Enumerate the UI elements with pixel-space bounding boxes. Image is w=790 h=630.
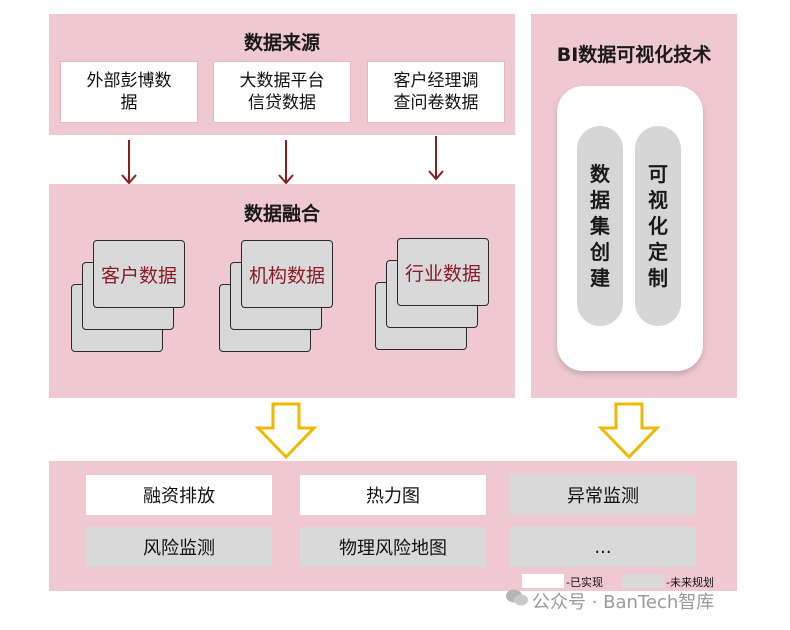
source-bloomberg-line2: 据: [120, 93, 138, 113]
source-bloomberg-line1: 外部彭博数: [86, 71, 172, 91]
dataset-creation-pill: 数 据 集 创 建: [577, 126, 623, 326]
visualization-customization-pill: 可 视 化 定 制: [635, 126, 681, 326]
pill-char: 数: [590, 162, 610, 186]
source-survey: 客户经理调查问卷数据: [367, 61, 505, 123]
pill-char: 集: [590, 214, 610, 238]
customer-data-label: 客户数据: [93, 240, 185, 308]
source-bigdata-platform: 大数据平台信贷数据: [213, 61, 351, 123]
pill-char: 视: [648, 188, 668, 212]
data-fusion-title: 数据融合: [243, 203, 320, 225]
output-heatmap: 热力图: [300, 475, 486, 515]
legend-done-swatch: [522, 574, 564, 588]
legend-plan-label: -未来规划: [666, 576, 714, 589]
bi-technology-title: BI数据可视化技术: [556, 44, 712, 66]
hollow-arrow-down-icon: [255, 402, 317, 460]
output-risk-monitoring: 风险监测: [86, 527, 272, 567]
source-survey-line1: 客户经理调: [393, 71, 479, 91]
arrow-down-icon: [428, 136, 444, 181]
bi-technology-capsule: 数 据 集 创 建 可 视 化 定 制: [557, 86, 703, 371]
industry-data-label: 行业数据: [397, 238, 489, 306]
wechat-icon: [506, 589, 528, 606]
source-bigdata-line1: 大数据平台: [239, 71, 325, 91]
watermark: 公众号 · BanTech智库: [532, 592, 715, 613]
pill-char: 可: [648, 162, 668, 186]
pill-char: 化: [648, 214, 668, 238]
output-financed-emissions: 融资排放: [86, 475, 272, 515]
output-physical-risk-map: 物理风险地图: [300, 527, 486, 567]
data-sources-title: 数据来源: [243, 32, 320, 54]
pill-char: 制: [648, 266, 668, 290]
pill-char: 据: [590, 188, 610, 212]
pill-char: 创: [590, 240, 610, 264]
legend-plan-swatch: [622, 574, 664, 588]
legend-done-label: -已实现: [566, 576, 603, 589]
source-bloomberg: 外部彭博数据: [60, 61, 198, 123]
industry-data-stack: 行业数据: [375, 238, 505, 358]
arrow-down-icon: [278, 140, 294, 185]
institution-data-label: 机构数据: [241, 240, 333, 308]
output-anomaly-monitoring: 异常监测: [510, 475, 696, 515]
arrow-down-icon: [121, 140, 137, 185]
customer-data-stack: 客户数据: [71, 240, 201, 360]
source-survey-line2: 查问卷数据: [393, 93, 479, 113]
pill-char: 建: [590, 266, 610, 290]
institution-data-stack: 机构数据: [219, 240, 349, 360]
pill-char: 定: [648, 240, 668, 264]
hollow-arrow-down-icon: [598, 402, 660, 460]
source-bigdata-line2: 信贷数据: [248, 93, 316, 113]
output-more: ...: [510, 527, 696, 567]
